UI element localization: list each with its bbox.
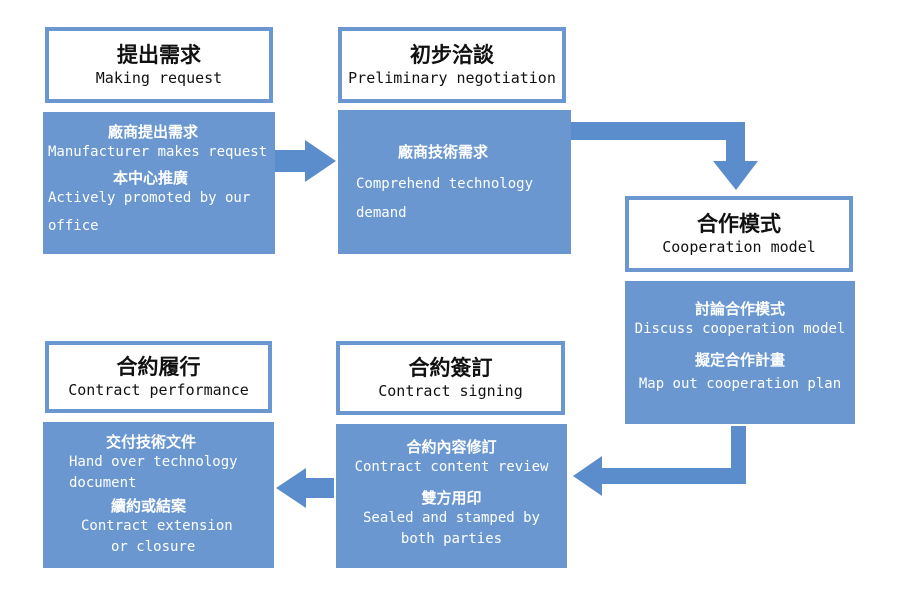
step1-body: 廠商提出需求 Manufacturer makes request 本中心推廣 … <box>43 112 275 254</box>
step2-body: 廠商技術需求 Comprehend technology demand <box>338 110 571 254</box>
step5-header: 合約履行 Contract performance <box>45 341 272 413</box>
step1-header: 提出需求 Making request <box>45 27 273 103</box>
step5-item2-zh: 續約或結案 <box>111 497 187 515</box>
step1-item1-en: Manufacturer makes request <box>48 144 268 160</box>
step4-item2-zh: 雙方用印 <box>421 489 482 507</box>
step3-body: 討論合作模式 Discuss cooperation model 擬定合作計畫 … <box>625 281 855 424</box>
step3-header: 合作模式 Cooperation model <box>625 196 853 272</box>
step5-item2-en-cont: or closure <box>111 539 196 555</box>
arrow-step4-to-step5 <box>276 468 334 508</box>
step1-title-zh: 提出需求 <box>117 43 201 67</box>
step2-item1-zh: 廠商技術需求 <box>398 143 489 161</box>
step5-item2-en: Contract extension <box>81 518 233 534</box>
step5-title-zh: 合約履行 <box>116 355 201 379</box>
step4-item1-zh: 合約內容修訂 <box>406 438 497 456</box>
step3-title-zh: 合作模式 <box>697 212 781 236</box>
step4-item2-en: Sealed and stamped by <box>362 510 540 526</box>
step5-item1-en: Hand over technology <box>69 454 238 470</box>
step1-item2-zh: 本中心推廣 <box>113 169 189 187</box>
step2-header: 初步洽談 Preliminary negotiation <box>338 27 566 103</box>
arrow-step2-to-step3 <box>571 122 758 190</box>
step3-item1-en: Discuss cooperation model <box>634 321 846 337</box>
step1-item2-en-cont: office <box>48 218 99 234</box>
step4-item2-en-cont: both parties <box>400 531 503 547</box>
step4-body: 合約內容修訂 Contract content review 雙方用印 Seal… <box>336 424 567 568</box>
step4-title-en: Contract signing <box>378 382 523 400</box>
step3-item2-zh: 擬定合作計畫 <box>694 351 785 369</box>
step5-item1-zh: 交付技術文件 <box>106 433 197 451</box>
step2-item1-en-cont: demand <box>356 205 407 221</box>
step1-item1-zh: 廠商提出需求 <box>108 123 199 141</box>
step2-title-en: Preliminary negotiation <box>348 69 556 87</box>
step5-item1-en-cont: document <box>69 475 137 491</box>
step2-item1-en: Comprehend technology <box>356 176 534 192</box>
step4-item1-en: Contract content review <box>354 459 549 475</box>
step3-item2-en: Map out cooperation plan <box>638 376 842 392</box>
step3-title-en: Cooperation model <box>662 238 816 256</box>
step5-title-en: Contract performance <box>68 381 249 399</box>
step4-header: 合約簽訂 Contract signing <box>336 341 565 415</box>
step5-body: 交付技術文件 Hand over technology document 續約或… <box>43 422 274 568</box>
step3-item1-zh: 討論合作模式 <box>694 300 785 318</box>
step1-item2-en: Actively promoted by our <box>48 190 251 206</box>
arrow-step3-to-step4 <box>573 426 746 496</box>
step2-title-zh: 初步洽談 <box>410 43 494 67</box>
step4-title-zh: 合約簽訂 <box>408 356 493 380</box>
step1-title-en: Making request <box>95 69 223 87</box>
arrow-step1-to-step2 <box>275 140 336 182</box>
